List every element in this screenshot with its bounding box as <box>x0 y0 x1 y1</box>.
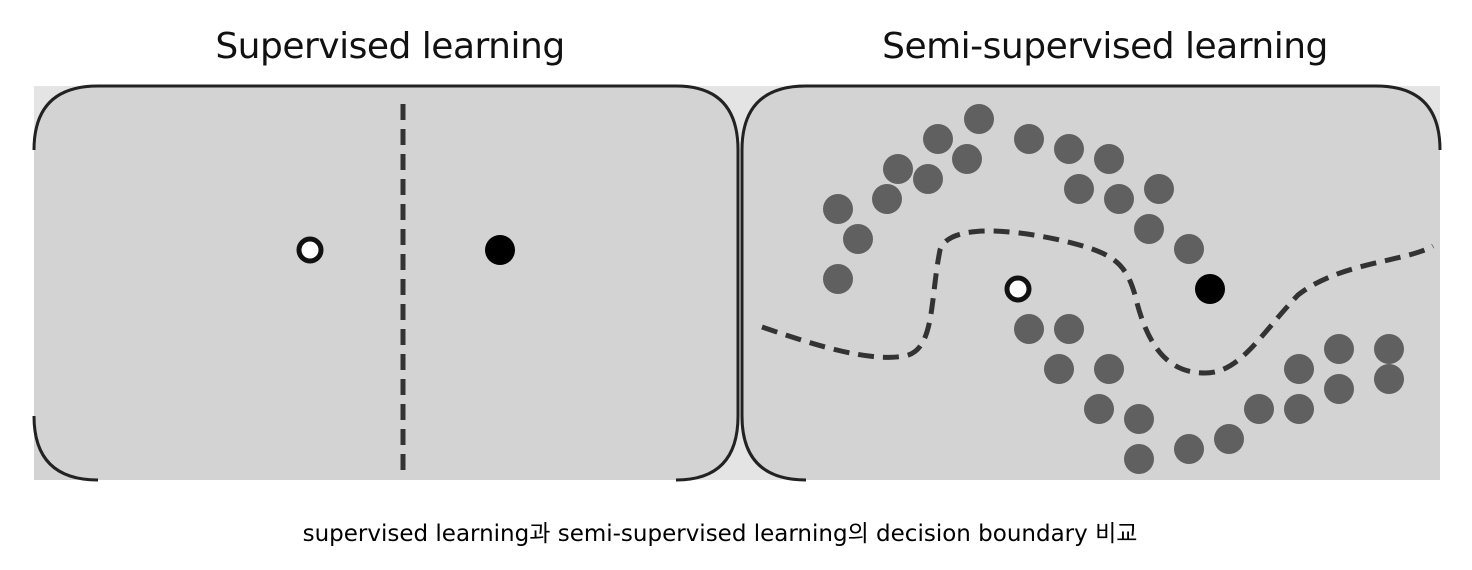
labeled-hollow-point <box>1004 275 1032 303</box>
unlabeled-point <box>1144 174 1174 204</box>
unlabeled-point <box>823 194 853 224</box>
unlabeled-point <box>1054 314 1084 344</box>
labeled-filled-point <box>1195 274 1225 304</box>
supervised-panel-border <box>32 84 740 482</box>
labeled-filled-point <box>485 235 515 265</box>
unlabeled-point <box>1014 314 1044 344</box>
supervised-panel-corner <box>32 415 99 482</box>
unlabeled-point <box>1244 394 1274 424</box>
unlabeled-point <box>1324 374 1354 404</box>
unlabeled-point <box>1174 434 1204 464</box>
semi-supervised-title: Semi-supervised learning <box>882 26 1328 67</box>
unlabeled-point <box>952 144 982 174</box>
unlabeled-point <box>883 154 913 184</box>
supervised-panel-bg <box>34 86 738 480</box>
unlabeled-point <box>1014 124 1044 154</box>
unlabeled-point <box>1324 334 1354 364</box>
unlabeled-point <box>1104 184 1134 214</box>
unlabeled-point <box>1134 214 1164 244</box>
unlabeled-point <box>1174 234 1204 264</box>
unlabeled-point <box>1064 174 1094 204</box>
unlabeled-points <box>823 104 1404 474</box>
unlabeled-point <box>1054 134 1084 164</box>
semi-supervised-panel-border <box>740 84 1442 482</box>
unlabeled-point <box>1094 354 1124 384</box>
unlabeled-point <box>1214 424 1244 454</box>
labeled-hollow-point <box>296 236 324 264</box>
unlabeled-point <box>964 104 994 134</box>
supervised-title: Supervised learning <box>215 26 565 67</box>
figure-caption: supervised learning과 semi-supervised lea… <box>302 521 1138 547</box>
semi-supervised-decision-boundary <box>761 228 1435 376</box>
semi-supervised-panel <box>740 84 1442 482</box>
unlabeled-point <box>1284 354 1314 384</box>
unlabeled-point <box>1374 334 1404 364</box>
comparison-diagram <box>32 84 1442 482</box>
supervised-panel <box>32 84 740 482</box>
unlabeled-point <box>1044 354 1074 384</box>
unlabeled-point <box>823 264 853 294</box>
unlabeled-point <box>923 124 953 154</box>
unlabeled-point <box>872 184 902 214</box>
unlabeled-point <box>1374 364 1404 394</box>
unlabeled-point <box>1124 444 1154 474</box>
unlabeled-point <box>1094 144 1124 174</box>
unlabeled-point <box>1084 394 1114 424</box>
unlabeled-point <box>1124 404 1154 434</box>
unlabeled-point <box>843 224 873 254</box>
unlabeled-point <box>913 164 943 194</box>
unlabeled-point <box>1284 394 1314 424</box>
